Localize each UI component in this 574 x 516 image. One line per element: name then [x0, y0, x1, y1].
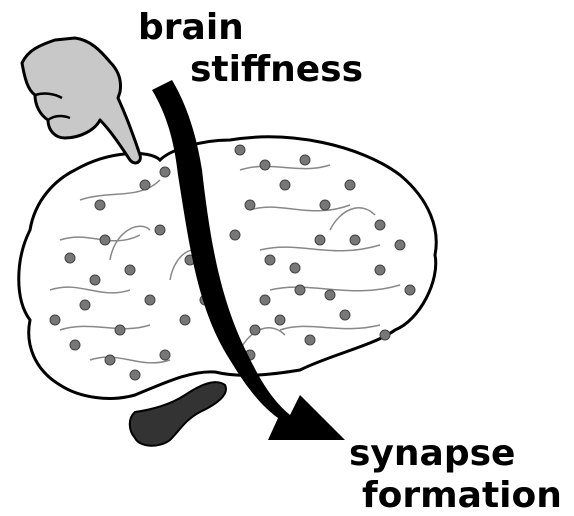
brain-outline: [19, 137, 436, 398]
label-synapse: synapse: [349, 436, 515, 472]
label-brain: brain: [138, 10, 244, 46]
pointing-hand-icon: [22, 38, 140, 163]
label-stiffness: stiffness: [190, 52, 363, 88]
label-formation: formation: [362, 478, 562, 514]
